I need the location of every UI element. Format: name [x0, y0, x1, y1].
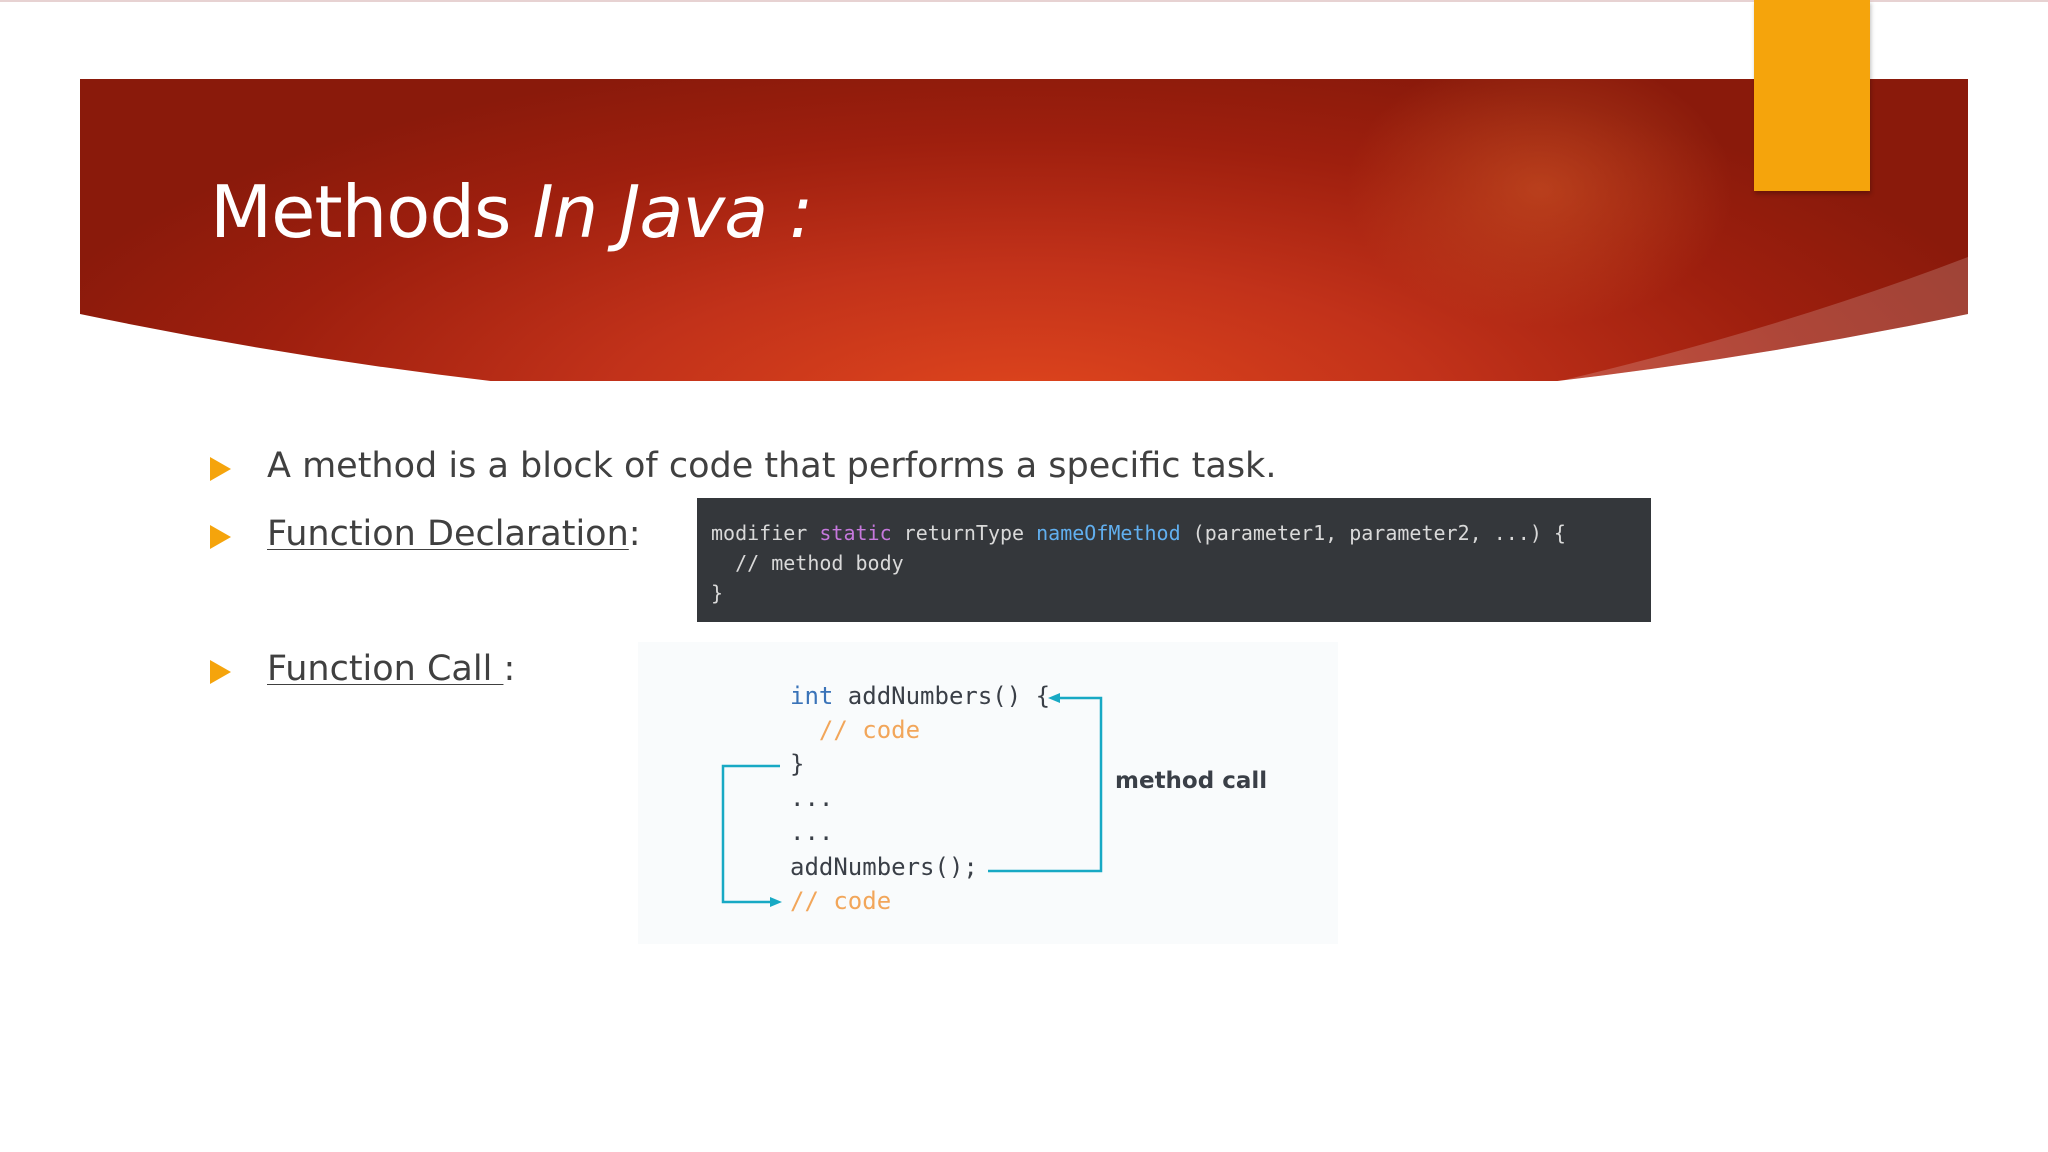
arrowhead-icon	[1048, 693, 1060, 703]
call-line-ellipsis: ...	[790, 818, 834, 846]
title-banner	[80, 79, 1968, 381]
function-call-label: Function Call	[267, 649, 504, 689]
call-line-after-comment: // code	[790, 887, 892, 915]
code-modifier: modifier	[711, 521, 820, 545]
code-static-keyword: static	[819, 521, 892, 545]
banner-glow	[1330, 79, 1750, 339]
bullet-arrow-icon	[210, 457, 231, 481]
colon: :	[503, 649, 516, 689]
call-line-comment: // code	[790, 716, 921, 744]
function-declaration-label: Function Declaration	[267, 514, 629, 554]
call-line-close-brace: }	[790, 750, 805, 778]
code-line-body: // method body	[711, 551, 904, 575]
accent-tab	[1754, 0, 1870, 191]
code-return-type: returnType	[891, 521, 1037, 545]
code-line-close: }	[711, 581, 724, 605]
call-arrows	[721, 693, 1103, 907]
title-plain: Methods	[210, 170, 533, 254]
bullet-text: A method is a block of code that perform…	[267, 446, 1277, 486]
declaration-code-image: modifier static returnType nameOfMethod …	[697, 498, 1651, 622]
code-line-signature: modifier static returnType nameOfMethod …	[711, 521, 1566, 545]
function-call-diagram: int addNumbers() { // code } ... ... add…	[638, 642, 1338, 944]
call-line-definition: int addNumbers() {	[790, 682, 1050, 710]
slide-title: Methods In Java :	[210, 170, 813, 254]
code-method-name: nameOfMethod	[1036, 521, 1181, 545]
bullet-arrow-icon	[210, 525, 231, 549]
colon: :	[628, 514, 641, 554]
top-border	[0, 0, 2048, 2]
bullet-text: Function Call :	[267, 649, 515, 689]
definition-signature: addNumbers() {	[833, 682, 1051, 710]
bullet-text: Function Declaration:	[267, 514, 641, 554]
arrowhead-icon	[770, 897, 782, 907]
title-italic: In Java :	[532, 170, 813, 254]
code-parameters: (parameter1, parameter2, ...) {	[1180, 521, 1566, 545]
bullet-arrow-icon	[210, 660, 231, 684]
call-line-invocation: addNumbers();	[790, 853, 978, 881]
call-line-ellipsis: ...	[790, 784, 834, 812]
method-call-label: method call	[1115, 768, 1268, 794]
int-keyword: int	[790, 682, 834, 710]
